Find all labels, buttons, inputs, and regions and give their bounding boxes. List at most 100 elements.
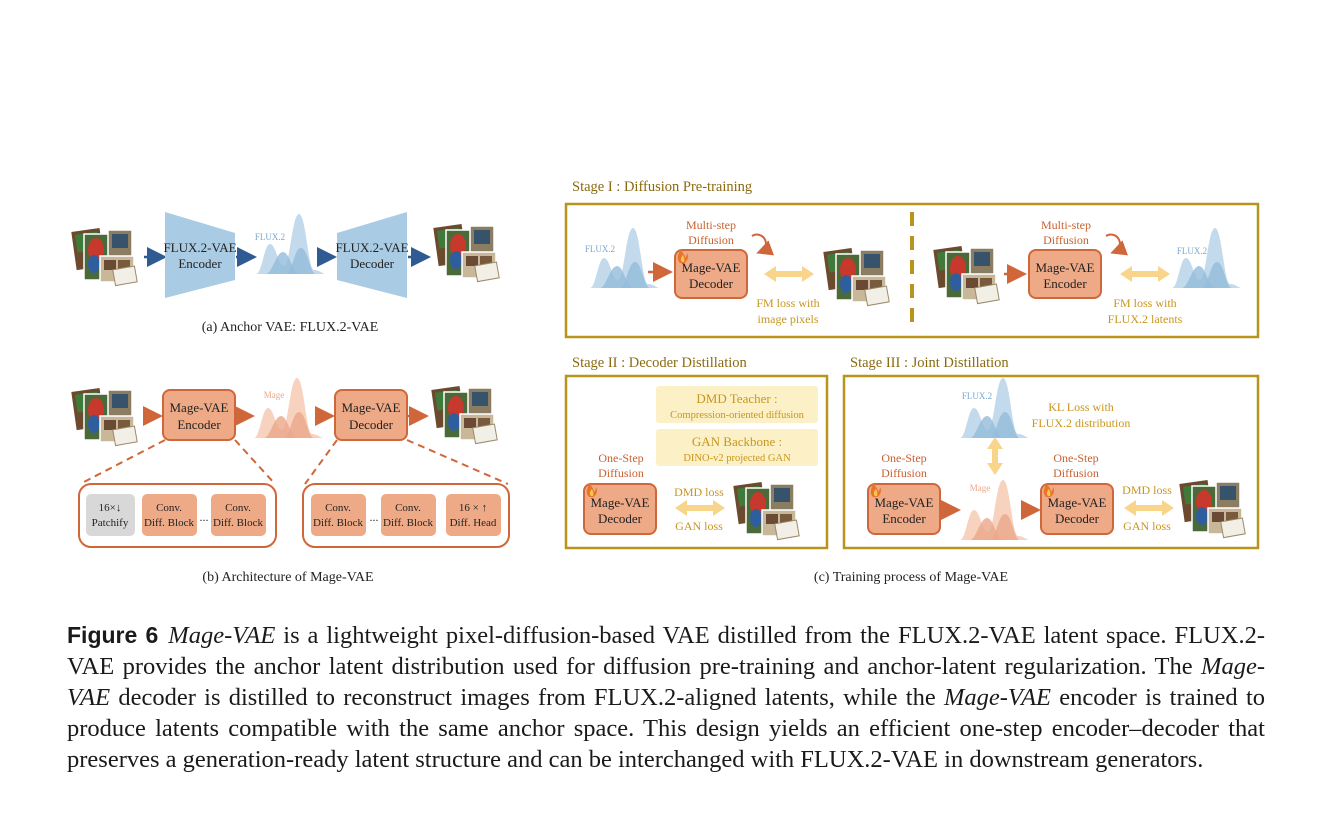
flux-decoder-label-2: Decoder [350,256,395,271]
caption-mage-vae-1: Mage-VAE [168,622,276,649]
stage-2-gan-loss: GAN loss [675,519,723,533]
stage-2-title: Stage II : Decoder Distillation [572,355,748,371]
figure-caption: Figure 6 Mage-VAE is a lightweight pixel-… [67,620,1265,775]
enc-diff-block-1-label-1: Conv. [156,502,182,514]
mage-decoder-box [334,389,408,441]
stage-3-onestep-dec-1: One-Step [1053,451,1098,465]
dec-diff-block-1-label-1: Conv. [325,502,351,514]
output-image-b [429,383,503,445]
patchify-label-2: Patchify [92,517,129,529]
mage-encoder-label-1: Mage-VAE [170,400,229,415]
gan-backbone-box [656,429,818,466]
enc-diff-block-1-label-2: Diff. Block [144,517,194,529]
stage-1-multistep-left-2: Diffusion [688,233,734,247]
panel-c-caption: (c) Training process of Mage-VAE [814,570,1008,585]
flux-encoder-trapezoid [165,212,235,298]
stage-3-encoder-label-1: Mage-VAE [875,495,934,510]
stage-3-onestep-enc-2: Diffusion [881,466,927,480]
stage-2-image [731,479,805,541]
dmd-teacher-label-1: DMD Teacher : [696,391,777,406]
enc-diff-block-1 [142,494,197,536]
kl-loss-label-1: KL Loss with [1048,400,1114,414]
stage-3-encoder-box [867,483,941,535]
gan-backbone-label-1: GAN Backbone : [692,434,782,449]
flux-encoder-label-1: FLUX.2-VAE [163,240,236,255]
dec-diff-block-2-label-1: Conv. [395,502,421,514]
output-image-a [431,221,505,283]
dmd-teacher-label-2: Compression-oriented diffusion [670,410,804,421]
stage-1-frame [564,202,1260,339]
mage-encoder-label-2: Encoder [177,417,221,432]
stage-1-encoder-label-1: Mage-VAE [1036,260,1095,275]
stage-1-decoder-label-1: Mage-VAE [682,260,741,275]
dmd-teacher-box [656,386,818,423]
stage-3-image [1177,477,1251,539]
stage-3: Stage III : Joint Distillation FLUX.2 KL… [842,355,1260,550]
stage-3-flux-label: FLUX.2 [962,391,992,401]
flux-latent-distribution [256,214,326,274]
enc-diff-block-2 [211,494,266,536]
stage-3-flux-latent [960,378,1030,438]
input-image-b [69,385,143,447]
mage-encoder-box [162,389,236,441]
stage-2-frame [564,374,829,550]
stage-2-dmd-loss: DMD loss [674,485,724,499]
stage-1-loop-icon-right [1105,233,1129,256]
patchify-label-1: 16×↓ [99,502,122,514]
stage-3-onestep-dec-2: Diffusion [1053,466,1099,480]
stage-1-loss-right-1: FM loss with [1113,296,1176,310]
mage-latent-distribution [254,378,324,438]
stage-3-decoder-label-2: Decoder [1055,511,1100,526]
mage-decoder-label-2: Decoder [349,417,394,432]
stage-3-frame [842,374,1260,550]
stage-3-double-arrow [1124,500,1174,516]
enc-ellipsis: ... [200,510,209,524]
stage-2: Stage II : Decoder Distillation DMD Teac… [564,355,829,550]
mage-latent-label: Mage [264,390,285,400]
dec-ellipsis: ... [370,510,379,524]
stage-3-decoder-box [1040,483,1114,535]
figure-label: Figure 6 [67,622,159,648]
stage-3-mage-label: Mage [970,483,991,493]
enc-diff-block-2-label-2: Diff. Block [213,517,263,529]
stage-1-flux-label-right: FLUX.2 [1177,246,1207,256]
stage-2-onestep-2: Diffusion [598,466,644,480]
panel-a: FLUX.2-VAE Encoder FLUX.2 FLUX.2-VAE Dec… [69,212,505,335]
stage-3-title: Stage III : Joint Distillation [850,355,1009,371]
stage-1-loop-icon-left [751,233,775,256]
kl-loss-label-2: FLUX.2 distribution [1032,416,1131,430]
diff-head-label-1: 16 × ↑ [459,502,487,514]
caption-text-3: encoder is trained to produce latents co… [67,684,1265,773]
stage-1-double-arrow-left [764,266,814,282]
dec-diff-block-2 [381,494,436,536]
dec-diff-block-2-label-2: Diff. Block [383,517,433,529]
caption-mage-vae-3: Mage-VAE [943,684,1052,711]
flux-decoder-label-1: FLUX.2-VAE [335,240,408,255]
stage-3-decoder-label-1: Mage-VAE [1048,495,1107,510]
mage-decoder-label-1: Mage-VAE [342,400,401,415]
stage-1-flux-latent-left [590,228,660,288]
stage-1-title: Stage I : Diffusion Pre-training [572,179,752,195]
stage-1-image-right [931,243,1005,305]
dec-diff-block-1-label-2: Diff. Block [313,517,363,529]
stage-3-encoder-label-2: Encoder [882,511,926,526]
gan-backbone-label-2: DINO-v2 projected GAN [683,453,791,464]
stage-3-onestep-enc-1: One-Step [881,451,926,465]
panel-b: Mage-VAE Encoder Mage Mage-VAE Decoder 1… [69,378,510,585]
stage-1-decoder-box [674,249,748,299]
flux-encoder-label-2: Encoder [178,256,222,271]
caption-text-1: is a lightweight pixel-diffusion-based V… [67,622,1265,680]
stage-1-encoder-label-2: Encoder [1043,276,1087,291]
stage-1-multistep-left-1: Multi-step [686,218,736,232]
stage-3-vertical-double-arrow [987,437,1003,475]
stage-1-multistep-right-1: Multi-step [1041,218,1091,232]
stage-1-image-left [821,245,895,307]
input-image-a [69,225,143,287]
stage-2-decoder-label-1: Mage-VAE [591,495,650,510]
stage-3-gan-loss: GAN loss [1123,519,1171,533]
diff-head-label-2: Diff. Head [450,517,497,529]
dec-diff-block-1 [311,494,366,536]
panel-a-caption: (a) Anchor VAE: FLUX.2-VAE [202,320,379,335]
figure-6-diagram: FLUX.2-VAE Encoder FLUX.2 FLUX.2-VAE Dec… [69,179,1260,585]
caption-text-2: decoder is distilled to reconstruct imag… [110,684,944,711]
